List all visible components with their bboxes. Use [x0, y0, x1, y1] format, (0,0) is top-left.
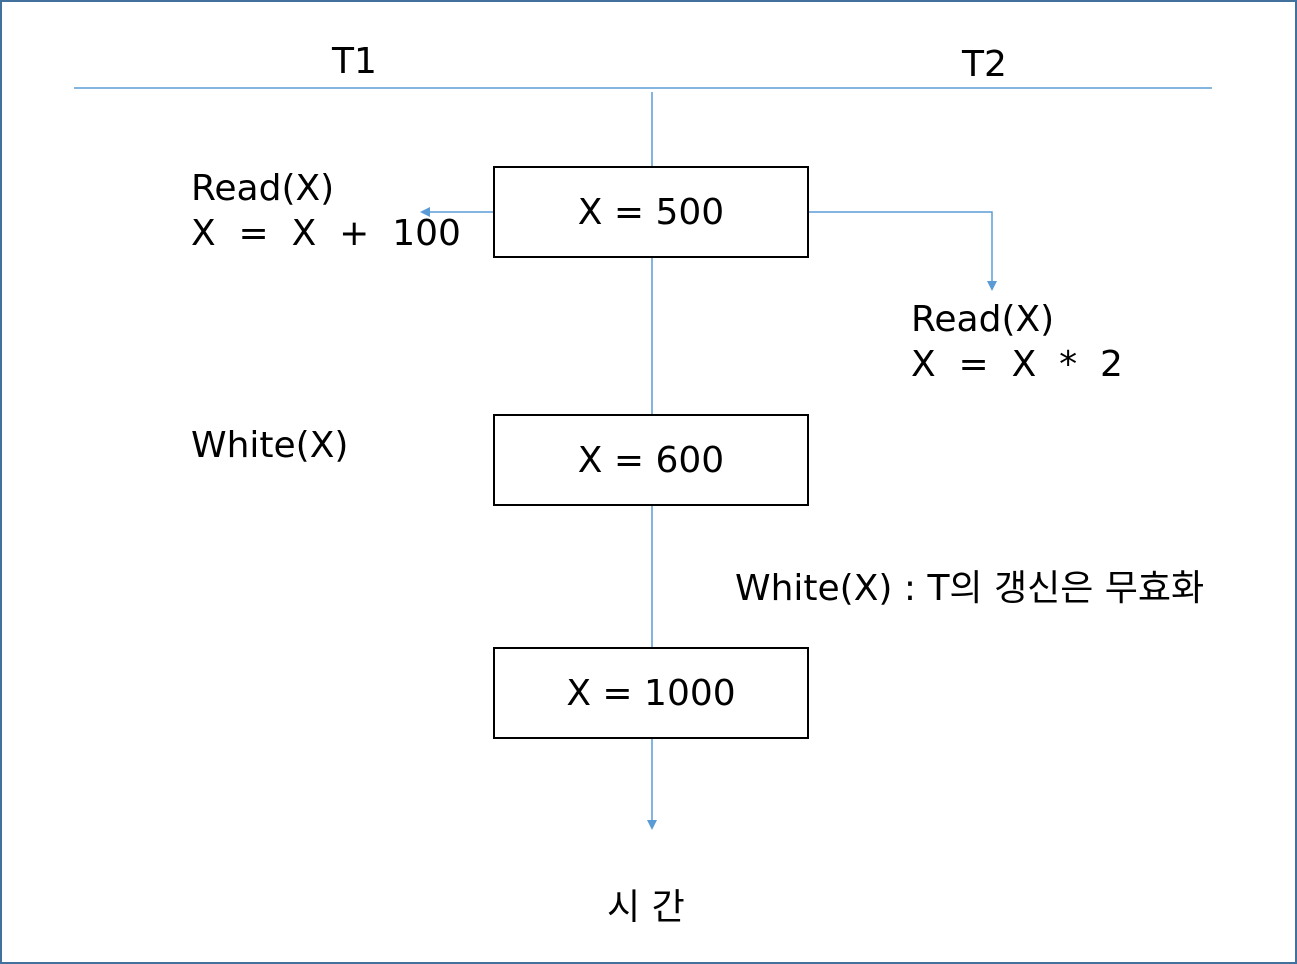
state-value: X = 500 [577, 191, 725, 233]
state-value: X = 1000 [566, 672, 736, 714]
state-box-1000: X = 1000 [493, 647, 809, 739]
state-box-600: X = 600 [493, 414, 809, 506]
t2-header: T2 [962, 44, 1007, 85]
t1-compute-label: X = X + 100 [191, 213, 461, 254]
state-box-500: X = 500 [493, 166, 809, 258]
t2-write-label: White(X) : T의 갱신은 무효화 [735, 568, 1205, 609]
t2-read-arrow [809, 211, 997, 291]
time-axis-label: 시 간 [607, 887, 685, 928]
t1-header: T1 [332, 41, 377, 82]
t1-read-label: Read(X) [191, 168, 335, 209]
t1-write-label: White(X) [191, 425, 349, 466]
state-value: X = 600 [577, 439, 725, 481]
t2-compute-label: X = X * 2 [911, 344, 1123, 385]
t2-read-label: Read(X) [911, 299, 1055, 340]
